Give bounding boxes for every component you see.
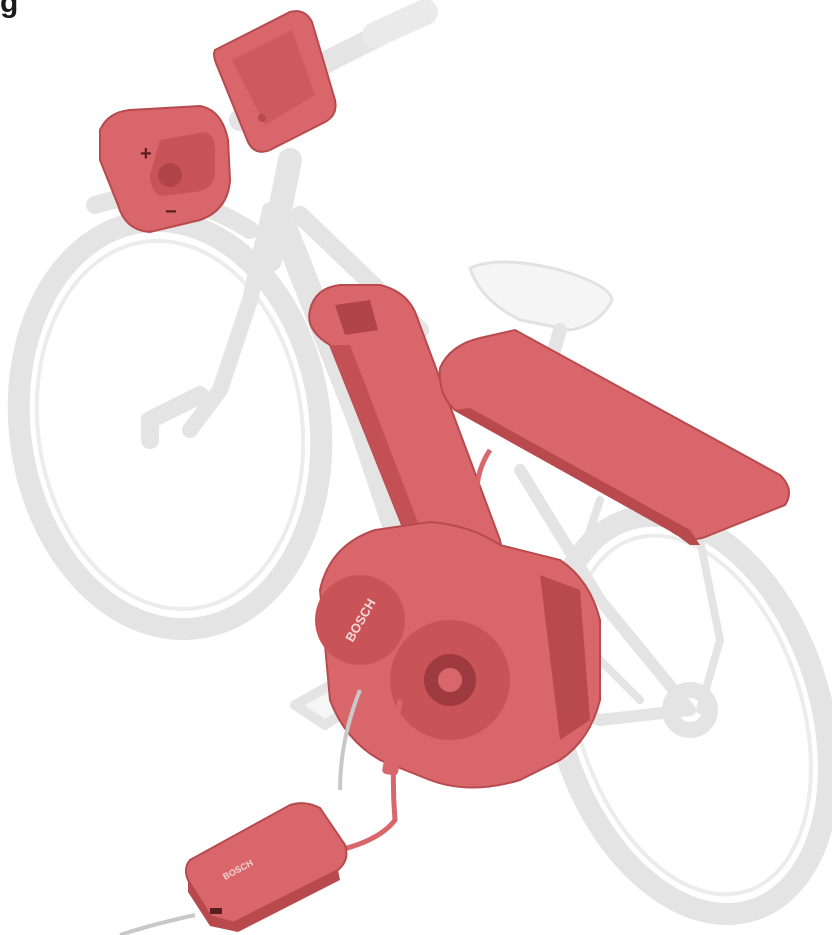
charger: BOSCH (186, 803, 347, 932)
power-cord (120, 915, 195, 935)
charger-port (210, 908, 222, 914)
rack-strut-right (700, 540, 720, 710)
remote-plus-label: + (140, 143, 152, 165)
remote-minus-label: − (165, 201, 177, 223)
display-button-icon (258, 114, 266, 122)
handlebar-grip (375, 12, 425, 35)
remote: + − (100, 106, 230, 232)
drive-unit: BOSCH (315, 522, 600, 788)
saddle (470, 262, 612, 330)
remote-center-button (158, 163, 182, 187)
rack-battery (440, 330, 789, 545)
display (214, 11, 336, 152)
